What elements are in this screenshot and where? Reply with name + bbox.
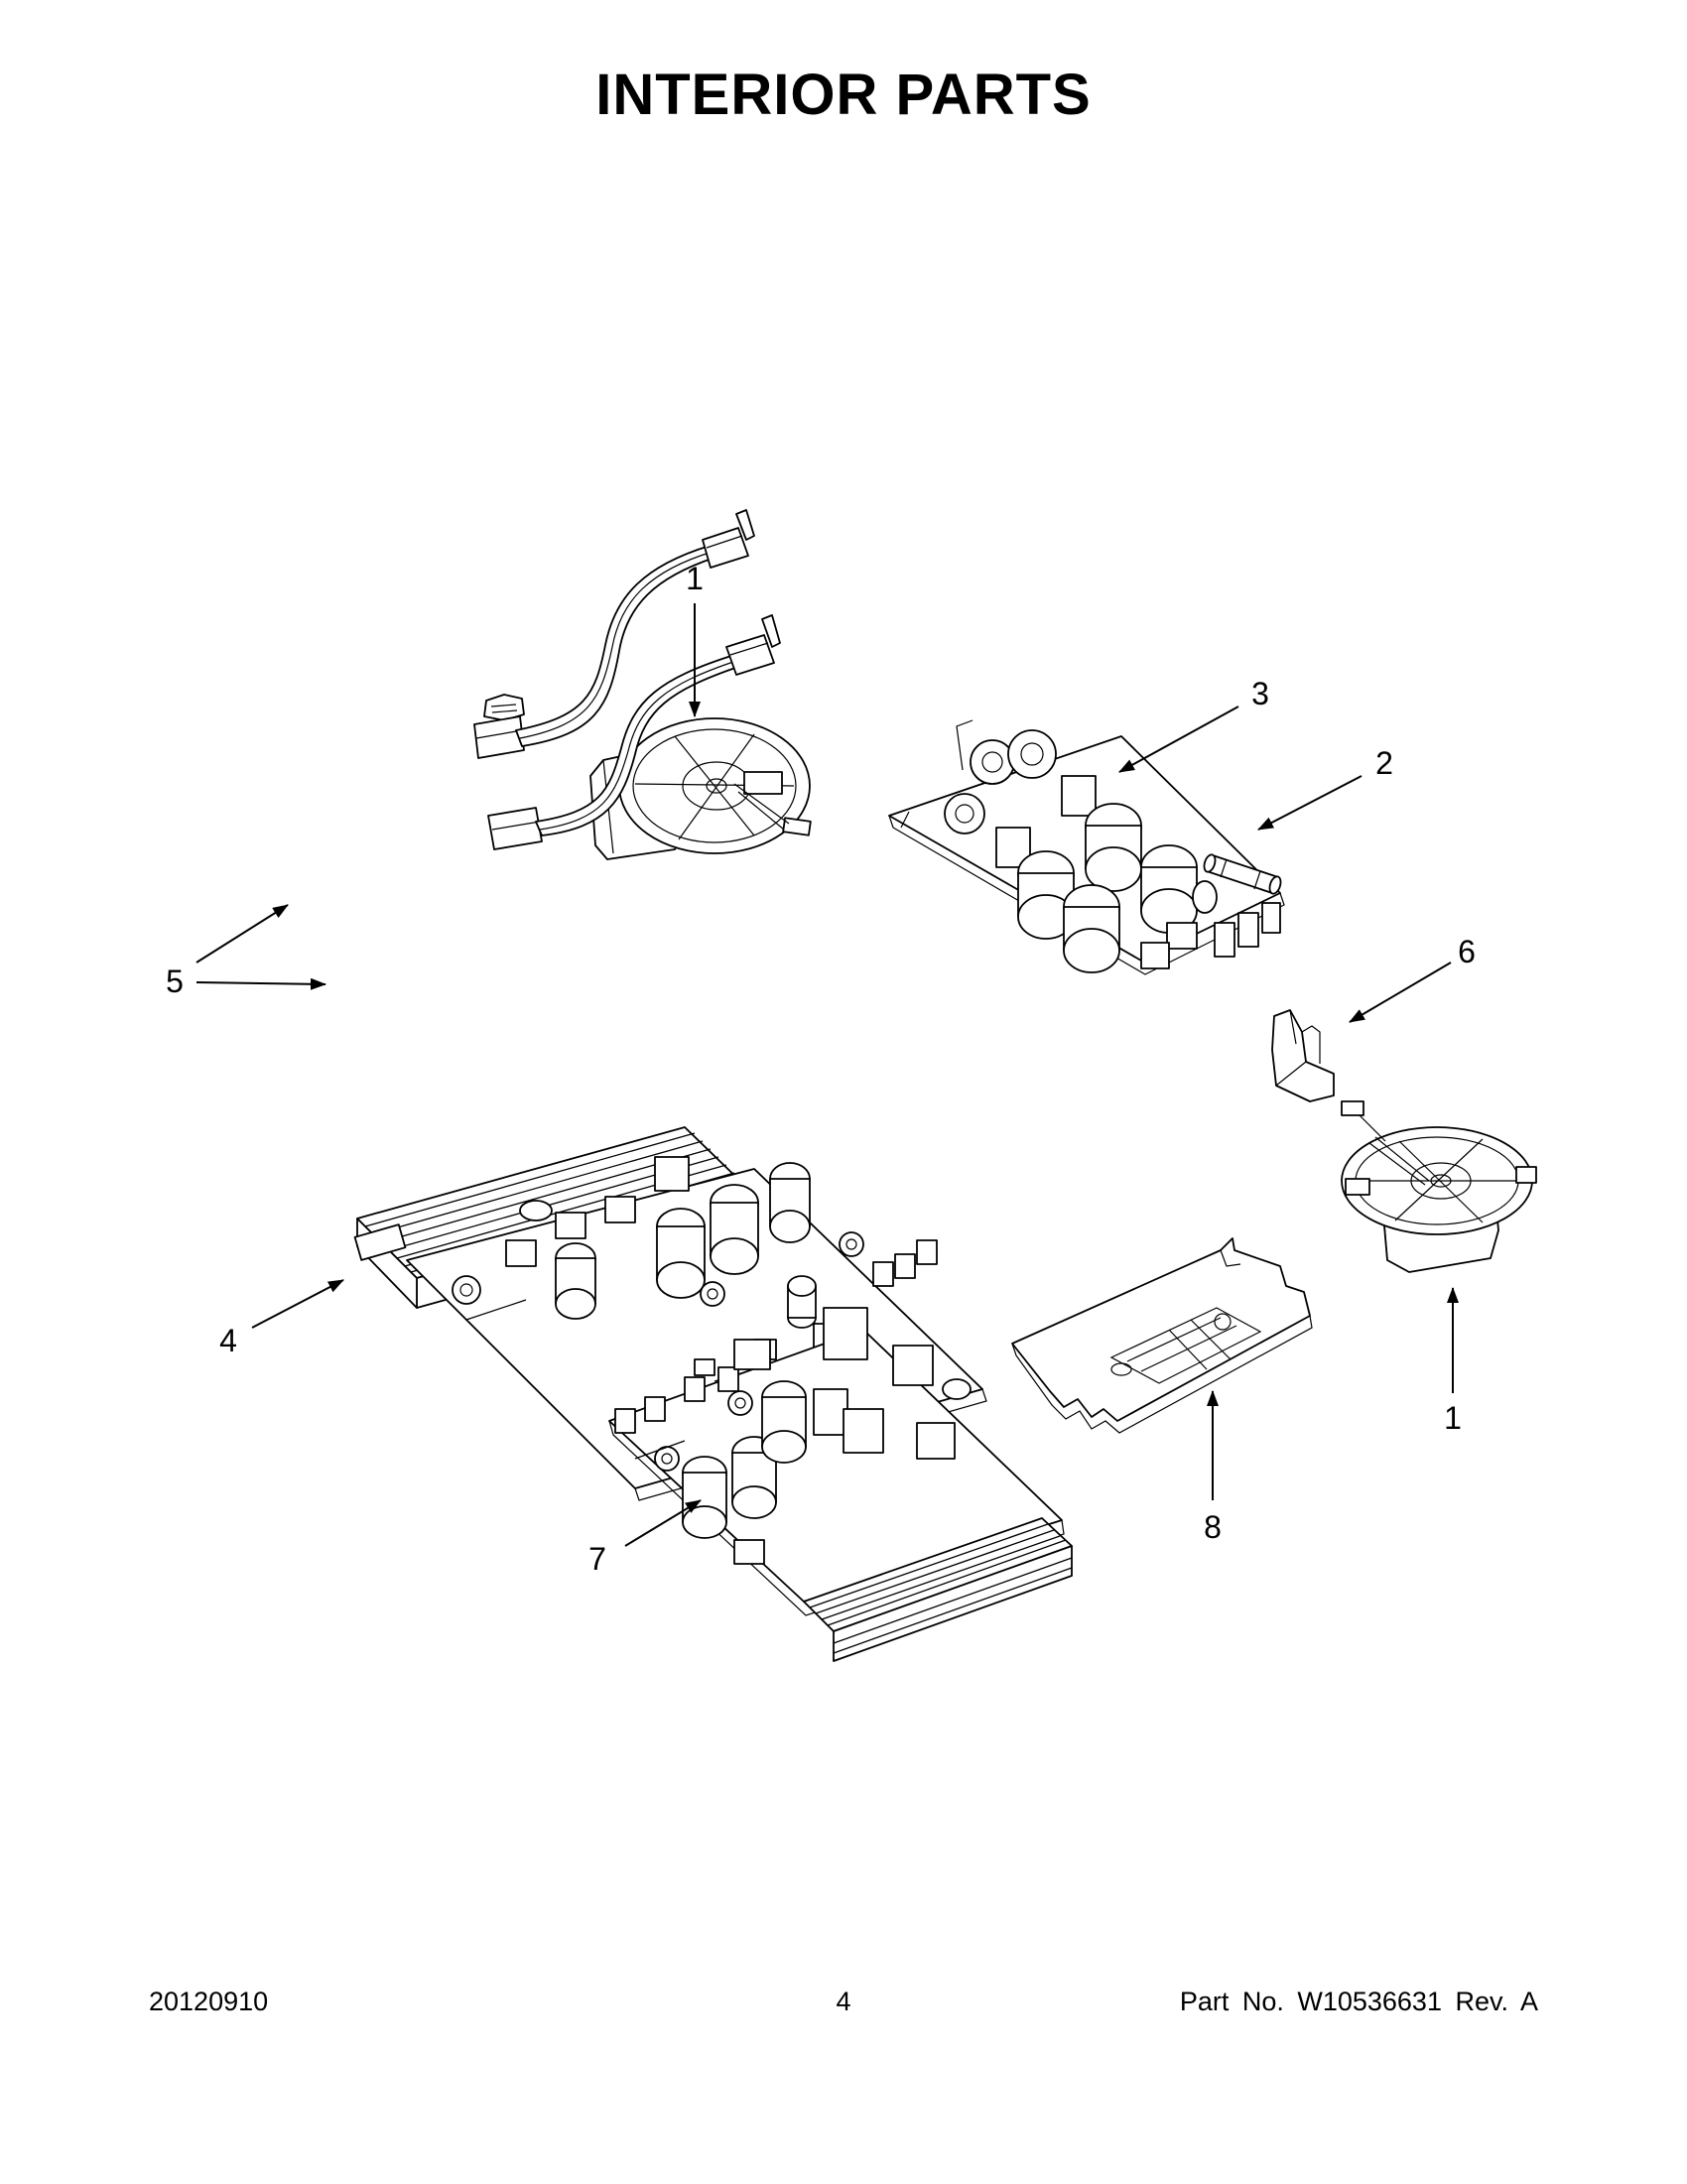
callout-8: 8 (1204, 1509, 1222, 1545)
page-title: INTERIOR PARTS (595, 63, 1092, 127)
footer-part-number: Part No. W10536631 Rev. A (1179, 1987, 1538, 2016)
callout-1-top: 1 (686, 561, 704, 596)
callout-arrows (195, 603, 1459, 1547)
callout-1-right: 1 (1444, 1400, 1462, 1436)
callout-4: 4 (219, 1323, 237, 1358)
power-board-right (608, 1275, 1073, 1662)
callout-2: 2 (1375, 745, 1393, 781)
wire-harness-upper (473, 509, 755, 759)
callout-5: 5 (166, 964, 184, 999)
callout-7: 7 (588, 1541, 606, 1577)
wire-harness-lower (487, 614, 781, 850)
blower-fan-right (1341, 1100, 1537, 1273)
fuse (1203, 853, 1282, 895)
callout-6: 6 (1458, 934, 1476, 969)
footer-date: 20120910 (149, 1987, 269, 2016)
blower-fan-top (589, 717, 812, 860)
callout-3: 3 (1251, 676, 1269, 711)
mounting-plate (1011, 1237, 1313, 1434)
bracket-clip (1271, 1009, 1335, 1102)
filter-board (888, 719, 1285, 975)
footer-page-number: 4 (836, 1987, 851, 2016)
